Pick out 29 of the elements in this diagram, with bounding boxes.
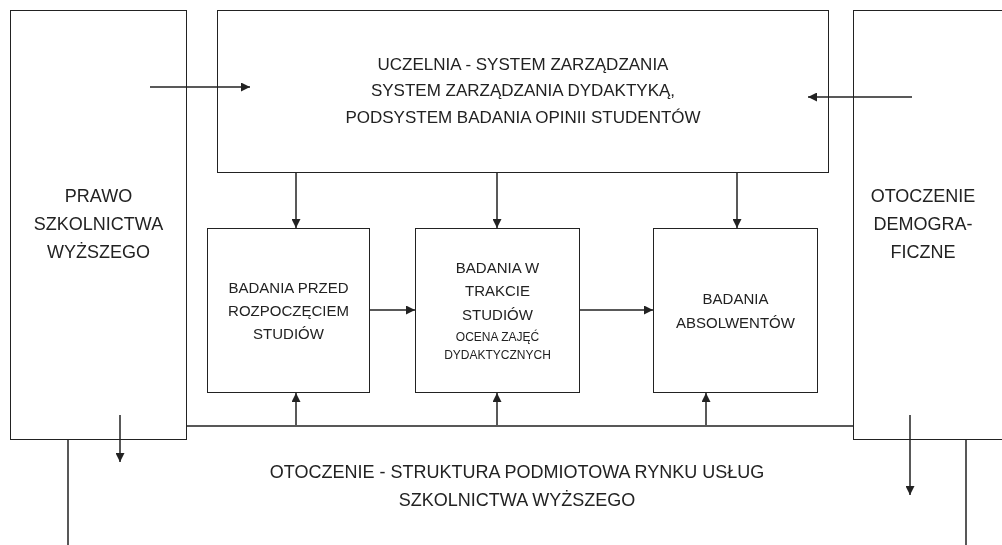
arrow [579, 305, 654, 315]
arrow [369, 305, 416, 315]
arrow [492, 392, 502, 426]
box-text: PRAWO SZKOLNICTWA WYŻSZEGO [32, 185, 165, 264]
process-box [10, 10, 187, 440]
arrow [291, 172, 301, 229]
arrow [115, 414, 125, 463]
arrow [807, 92, 913, 102]
arrow [291, 392, 301, 426]
arrow [905, 414, 915, 496]
box-text: OCENA ZAJĘĆ DYDAKTYCZNYCH [443, 328, 552, 365]
box-text: BADANIA W TRAKCIE STUDIÓW [454, 258, 541, 325]
arrow [492, 172, 502, 229]
box-text: OTOCZENIE DEMOGRA- FICZNE [869, 185, 977, 264]
box-text: PODSYSTEM BADANIA OPINII STUDENTÓW [345, 106, 701, 129]
arrow [701, 392, 711, 426]
box-text: BADANIA PRZED ROZPOCZĘCIEM STUDIÓW [227, 277, 350, 345]
box-text: SYSTEM ZARZĄDZANIA DYDAKTYKĄ, [370, 80, 676, 103]
box-text: OTOCZENIE - STRUKTURA PODMIOTOWA RYNKU USŁUG SZKOLNICTWA WYŻSZEGO [268, 461, 766, 512]
process-box [415, 228, 580, 393]
process-box [653, 228, 818, 393]
process-box [853, 10, 1002, 440]
environment-region [67, 425, 967, 545]
arrow [732, 172, 742, 229]
box-text: BADANIA ABSOLWENTÓW [675, 289, 796, 333]
process-box [217, 10, 829, 173]
arrow [149, 82, 251, 92]
box-text: UCZELNIA - SYSTEM ZARZĄDZANIA [377, 54, 669, 76]
process-box [207, 228, 370, 393]
